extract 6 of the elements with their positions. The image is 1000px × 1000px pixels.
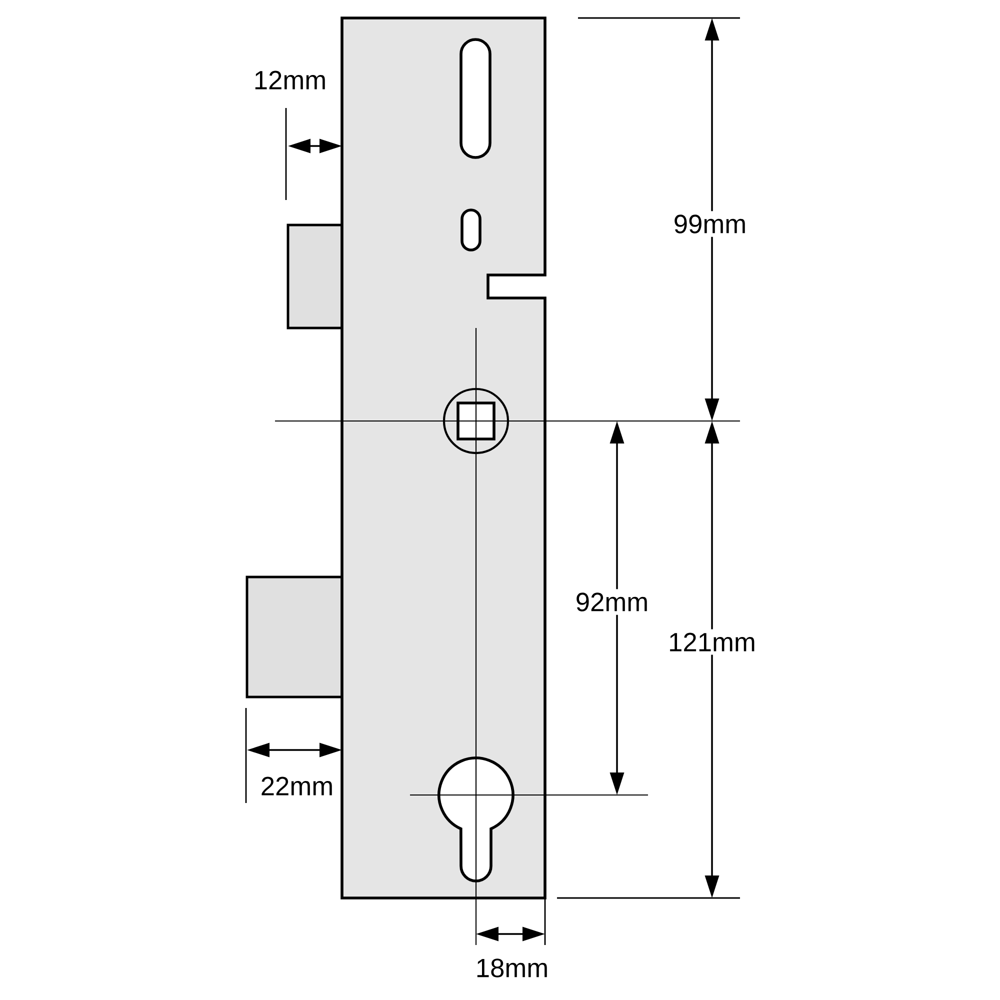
dimension-label: 99mm [670,211,750,237]
dimension-label: 92mm [572,589,652,615]
dimension-label: 18mm [472,955,552,981]
dimension-label: 22mm [256,773,338,799]
dimension-label: 121mm [664,629,760,655]
dimension-label: 12mm [250,67,330,93]
